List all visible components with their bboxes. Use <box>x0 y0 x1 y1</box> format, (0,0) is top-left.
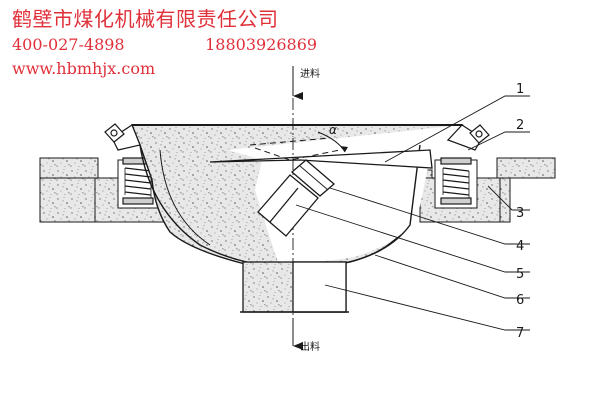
distributor-plate <box>209 149 433 169</box>
part-number-1: 1 <box>516 82 524 97</box>
company-header: 鹤壁市煤化机械有限责任公司 400-027-4898 18803926869 w… <box>12 8 317 78</box>
vibration-motor <box>257 159 335 237</box>
rim-left-flange <box>111 124 141 151</box>
right-spring <box>440 157 472 205</box>
right-lifting-lug <box>469 124 490 144</box>
left-foundation-base <box>39 157 99 179</box>
website-url: www.hbmhjx.com <box>12 59 156 78</box>
part-number-7: 7 <box>516 326 524 341</box>
part-number-5: 5 <box>516 267 524 282</box>
leader-lines <box>295 95 530 331</box>
part-number-2: 2 <box>516 118 524 133</box>
outlet-label: 出料 <box>300 340 320 353</box>
hotline-number: 400-027-4898 <box>12 35 125 54</box>
left-lifting-lug <box>104 123 125 143</box>
part-number-labels: 1 2 3 4 5 6 7 <box>516 82 524 341</box>
part-number-4: 4 <box>516 239 524 254</box>
part-number-6: 6 <box>516 293 524 308</box>
right-foundation-top <box>496 157 556 179</box>
outlet-pipe-right <box>292 261 347 313</box>
bowl-inner-line <box>159 149 211 246</box>
inlet-label: 进料 <box>300 67 320 80</box>
left-spring <box>122 157 154 205</box>
contact-phones: 400-027-4898 18803926869 <box>12 36 317 54</box>
angle-label: α <box>329 123 337 137</box>
mobile-number: 18803926869 <box>205 35 318 54</box>
company-name: 鹤壁市煤化机械有限责任公司 <box>12 7 279 31</box>
part-number-3: 3 <box>516 206 524 221</box>
